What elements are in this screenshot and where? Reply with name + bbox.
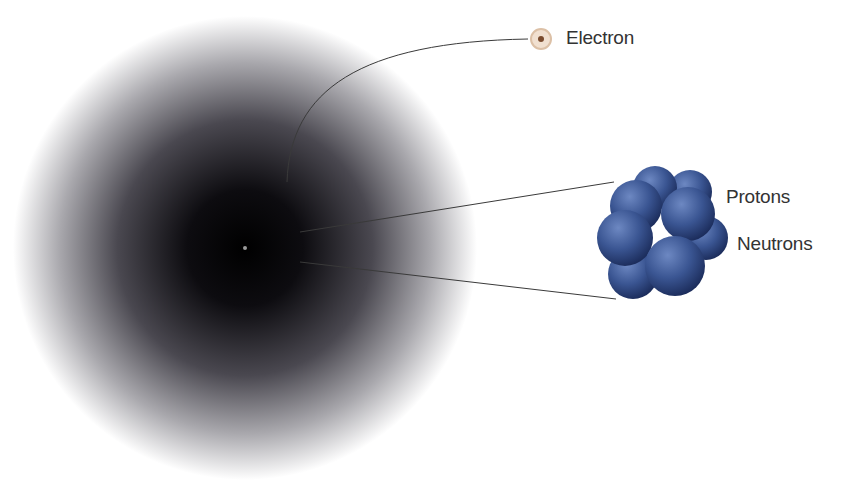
leader-line [300,182,614,232]
part-label: Neutrons [737,233,813,256]
leader-line [287,39,528,182]
electron-cloud [13,16,477,480]
part-label: Electron [566,27,634,50]
nucleus-dot [243,246,247,250]
leader-line [300,262,616,299]
electron-icon [531,29,551,49]
part-label: Protons [726,186,790,209]
nucleus-cluster [597,166,728,299]
